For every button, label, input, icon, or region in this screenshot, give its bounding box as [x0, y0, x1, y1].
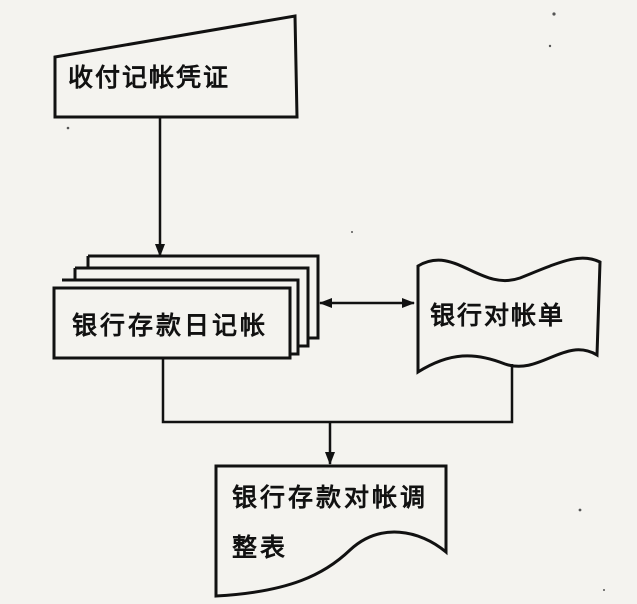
reconciliation-node-shape [214, 464, 448, 598]
journal-node-shape [52, 254, 320, 360]
edge-journal-to-reconciliation [161, 358, 330, 424]
edge-statement-to-reconciliation [330, 364, 514, 424]
voucher-node-label: 收付记帐凭证 [68, 63, 231, 92]
statement-node-label: 银行对帐单 [430, 301, 566, 330]
reconciliation-node-label-line1: 银行存款对帐调 [232, 483, 429, 512]
voucher-node-shape [53, 14, 299, 119]
reconciliation-node-label-line2: 整表 [232, 533, 289, 562]
journal-node-label: 银行存款日记帐 [72, 311, 269, 340]
scan-specks [66, 12, 605, 591]
statement-node-shape [416, 256, 602, 375]
